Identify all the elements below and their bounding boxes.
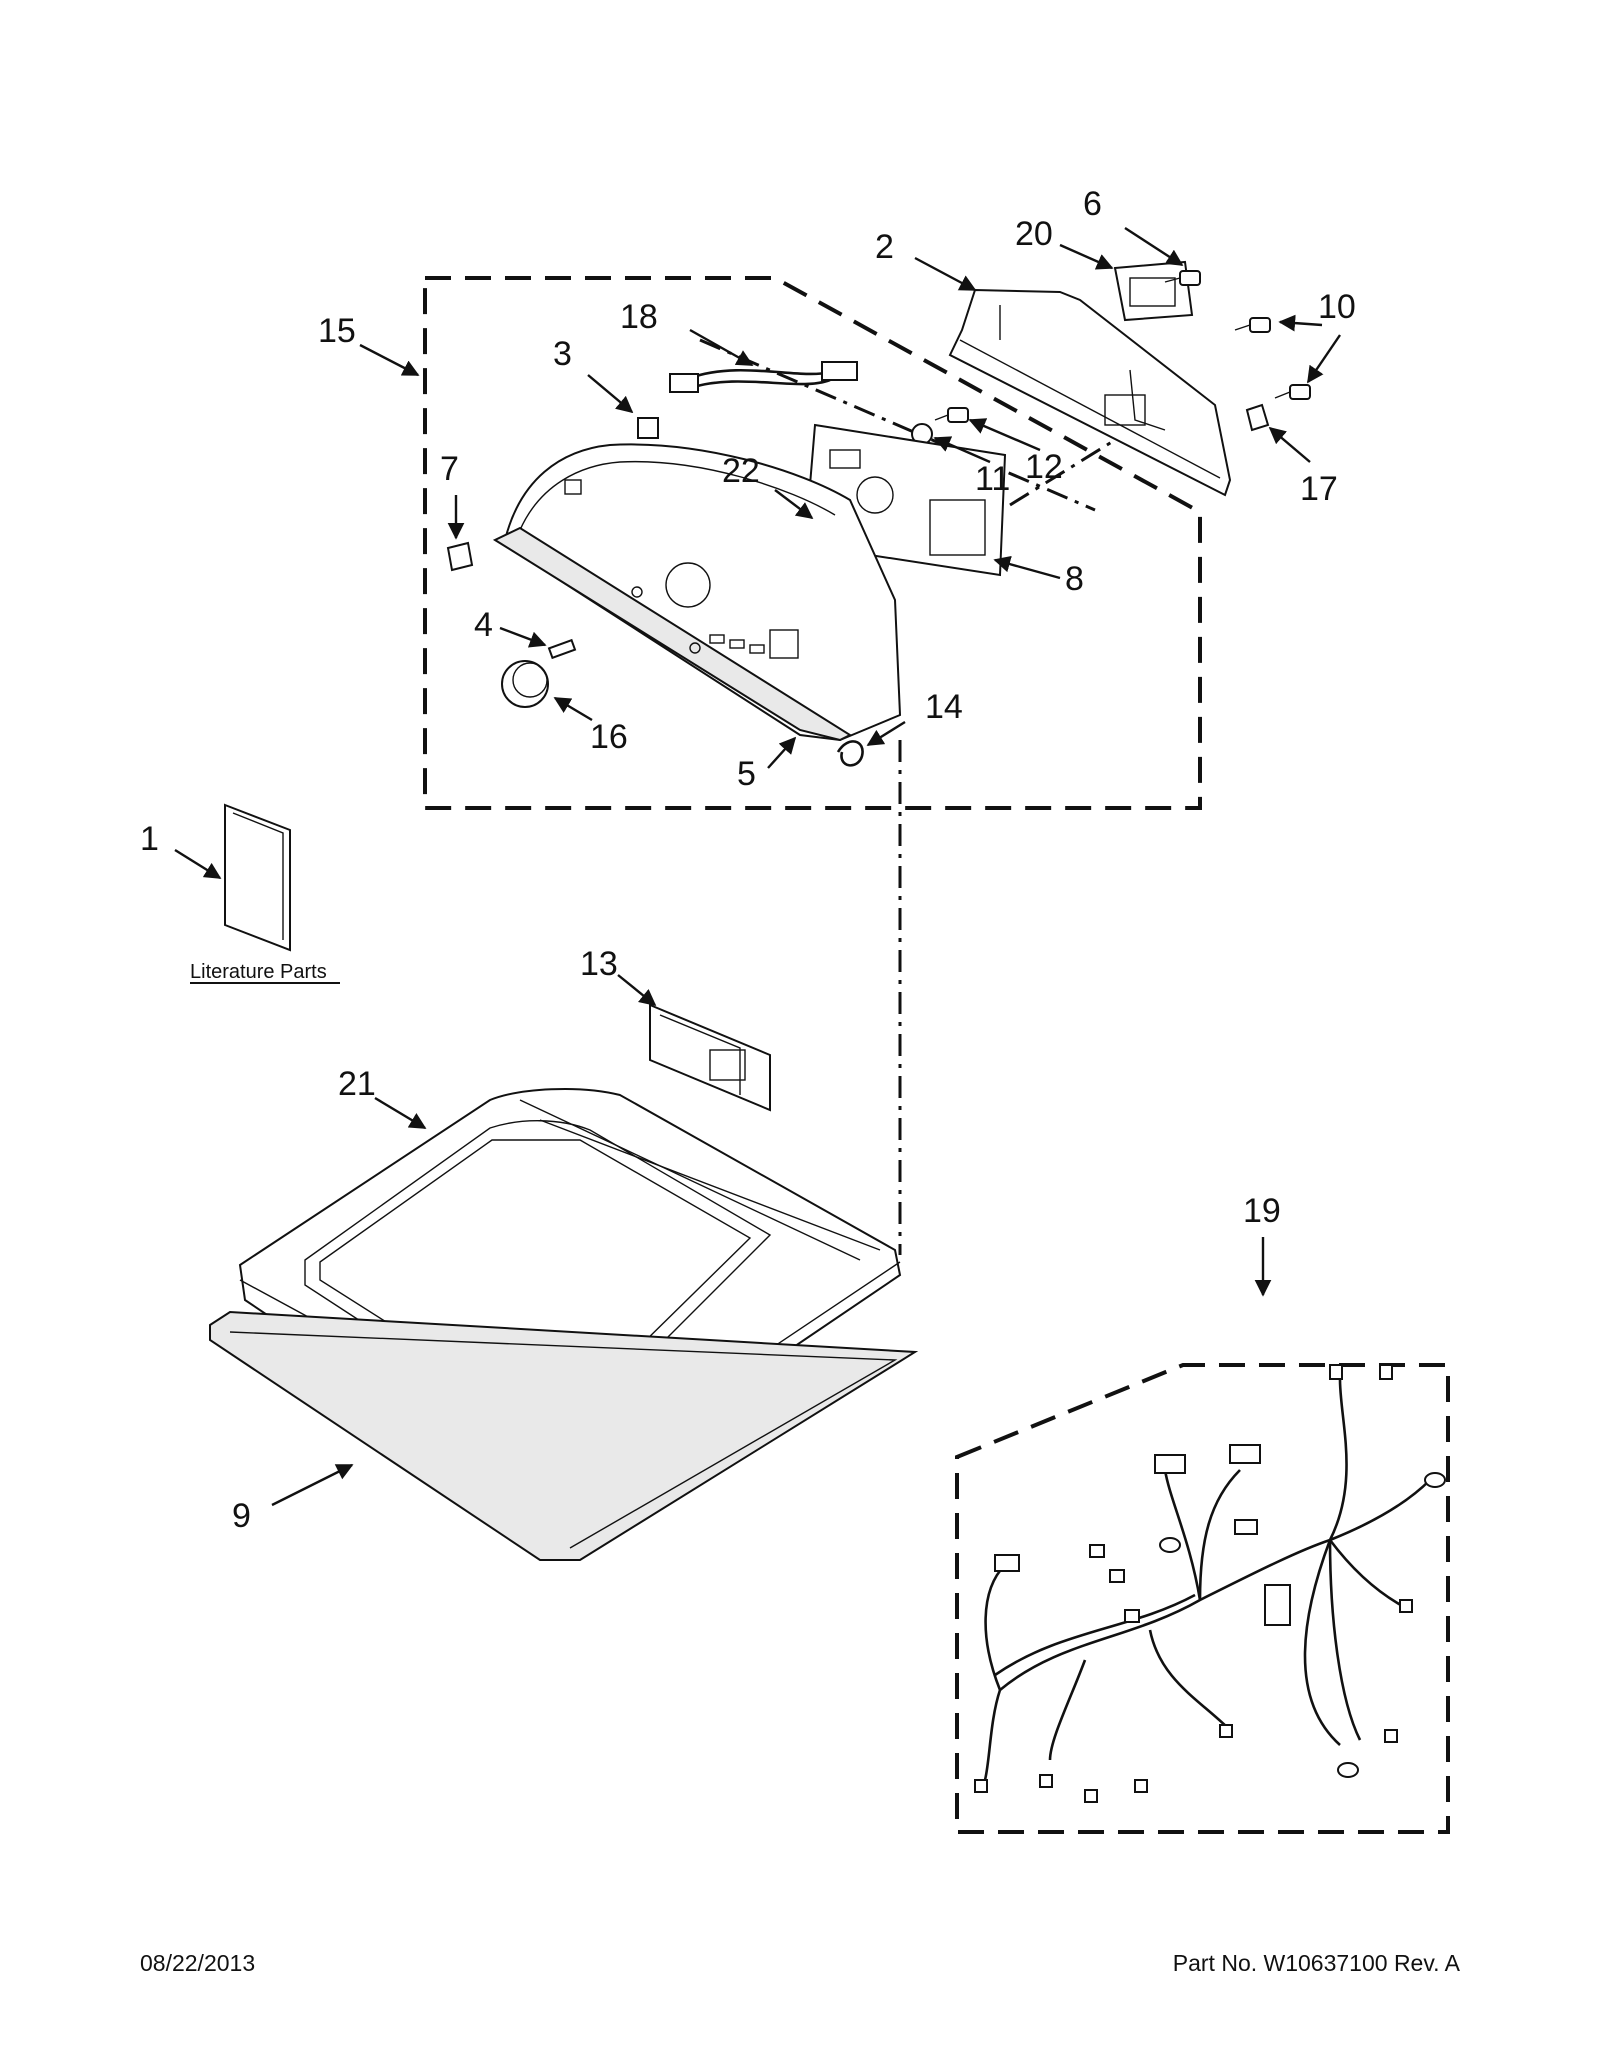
callout-8: 8 [1065,560,1084,598]
leader-4 [499,626,547,648]
bracket-part [1113,260,1194,322]
literature-book-part [224,803,291,952]
leader-16 [553,696,593,722]
leader-1 [174,848,222,880]
callout-20: 20 [1015,215,1053,253]
clip-14-part [836,740,864,767]
leader-6 [1124,226,1184,267]
leader-18 [689,328,754,367]
callout-11: 11 [975,460,1010,498]
knob-16-part [501,660,549,708]
gasket-9-inner [229,1331,898,1549]
label-7-part [446,541,474,572]
callout-10: 10 [1318,288,1356,326]
board-to-console-alignment-line [1009,438,1116,507]
callout-6: 6 [1083,185,1102,223]
literature-parts-label: Literature Parts [190,961,327,983]
callout-14: 14 [925,688,963,726]
console-assembly-dashed-boundary [423,276,1202,810]
shaft-4-part [547,638,577,660]
leader-22 [774,489,814,520]
callout-18: 18 [620,298,658,336]
callout-13: 13 [580,945,618,983]
callout-9: 9 [232,1497,251,1535]
footer-date: 08/22/2013 [140,1950,256,1976]
leader-15 [359,343,420,377]
console-to-panel-alignment-line [699,338,1096,512]
leader-17 [1268,426,1311,463]
wire-harness-part [974,1364,1446,1803]
clip-17-part [1245,403,1270,432]
leader-3 [587,374,634,414]
module-13-part [649,1003,771,1112]
rear-control-panel-part [948,288,1232,497]
leader-10b [1307,334,1341,384]
screw-12-part [934,407,969,423]
leader-20 [1059,243,1114,270]
callout-5: 5 [737,755,756,793]
callout-3: 3 [553,335,572,373]
screw-6-part [1164,270,1201,286]
leader-14 [866,720,906,747]
screw-10b-part [1274,384,1311,400]
callout-19: 19 [1243,1192,1281,1230]
leader-10a [1278,314,1323,332]
screw-10a-part [1234,317,1271,333]
retainer-3-part [637,417,659,439]
callout-7: 7 [440,450,459,488]
gasket-9-part [209,1310,919,1561]
callout-1: 1 [140,820,159,858]
wire-harness-dashed-boundary [955,1363,1450,1834]
leader-12 [968,418,1041,452]
leader-21 [374,1096,427,1130]
leader-8 [993,555,1061,580]
callout-16: 16 [590,718,628,756]
leader-9 [271,1463,354,1507]
callout-17: 17 [1300,470,1338,508]
callout-21: 21 [338,1065,376,1103]
callout-22: 22 [722,452,760,490]
callout-2: 2 [875,228,894,266]
footer-part-number: Part No. W10637100 Rev. A [1172,1950,1460,1976]
leader-5 [767,736,797,769]
callout-4: 4 [474,606,493,644]
leader-2 [914,256,977,292]
console-wire-part [669,361,858,393]
leader-13 [617,974,657,1007]
leader-11 [933,436,991,464]
callout-15: 15 [318,312,356,350]
callout-12: 12 [1025,448,1063,486]
